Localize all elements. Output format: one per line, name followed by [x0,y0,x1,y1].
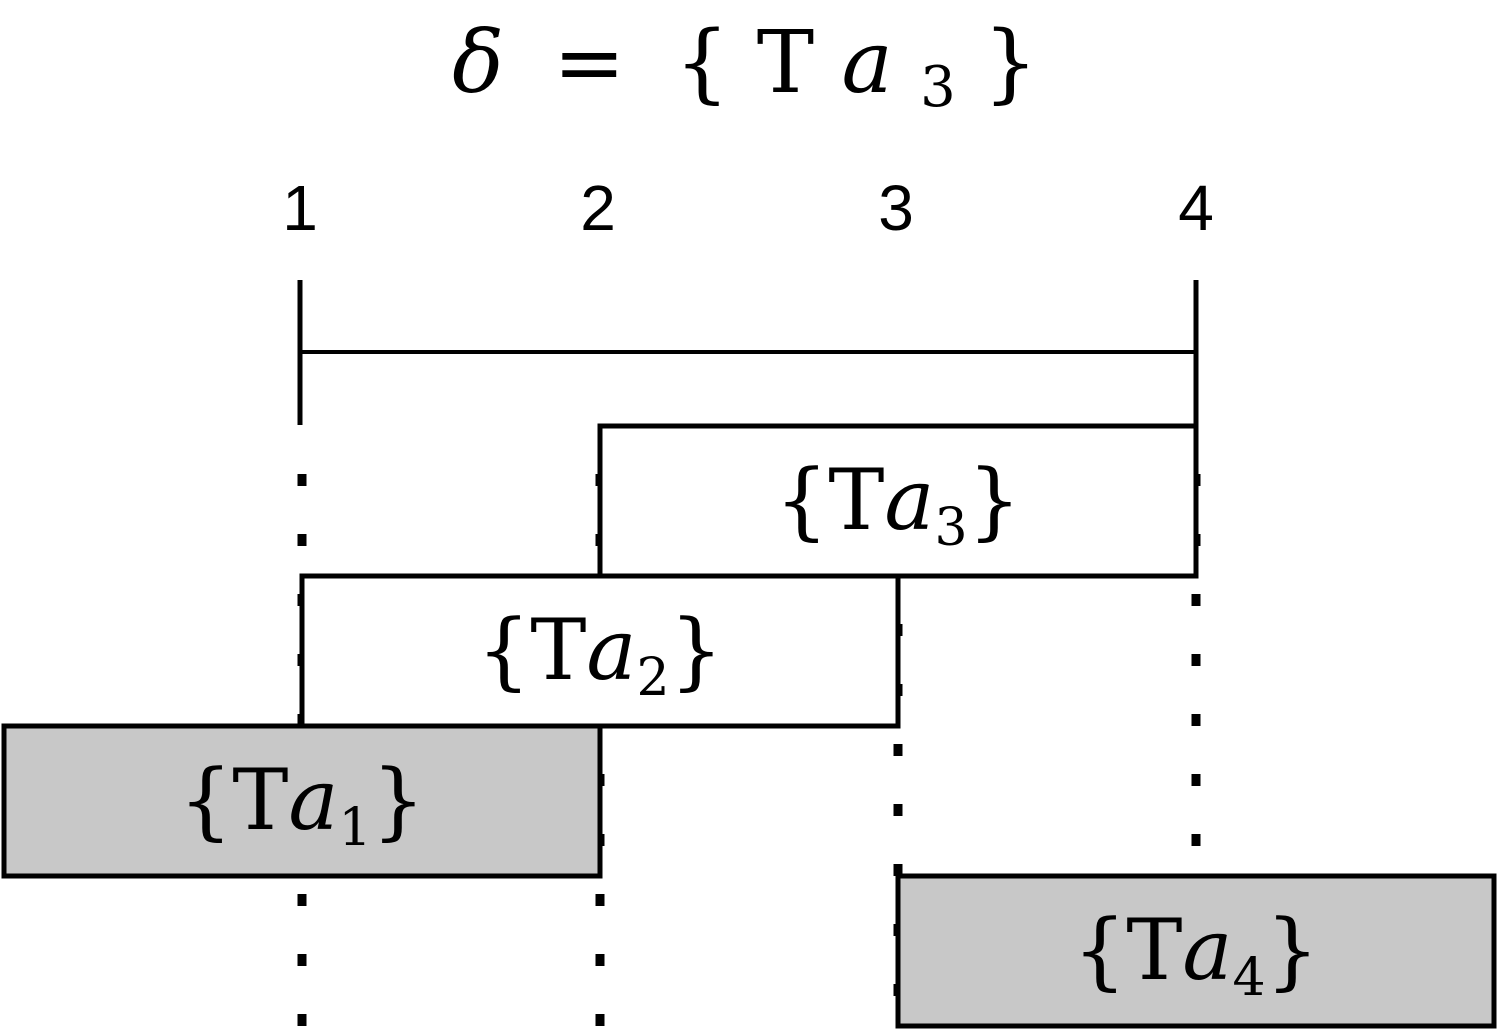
span-bracket [297,280,1199,425]
intervals: {Ta3}{Ta2}{Ta1}{Ta4} [1,423,1497,1029]
interval-label-a1-sub: 1 [339,798,372,858]
interval-label-a4-close: } [1266,901,1319,999]
title-close-brace: } [983,13,1038,113]
title-equals: = [553,13,625,113]
interval-label-a3-base: T [828,451,884,549]
tick-label-3: 3 [878,172,914,244]
interval-label-a2-open: { [477,601,530,699]
interval-label-a4-var: a [1182,901,1232,999]
interval-box-a1 [1,723,603,879]
interval-box-a4 [895,873,1497,1029]
interval-box-a2 [299,573,901,729]
tick-label-1: 1 [282,172,318,244]
interval-label-a1-var: a [288,751,338,849]
interval-label-a4-sub: 4 [1233,948,1266,1008]
title-var: a [841,13,892,113]
interval-label-a1-close: } [372,751,425,849]
interval-box-a3 [597,423,1199,579]
title-symbol: δ [452,13,504,113]
interval-label-a4-open: { [1073,901,1126,999]
interval-label-a1-open: { [179,751,232,849]
interval-label-a3: {Ta3} [775,451,1021,558]
interval-a3: {Ta3} [597,423,1199,579]
tick-label-4: 4 [1178,172,1214,244]
title-open-brace: { [675,13,730,113]
title-subscript: 3 [920,55,956,120]
interval-label-a2-var: a [586,601,636,699]
interval-label-a2-base: T [530,601,586,699]
interval-label-a2-sub: 2 [637,648,670,708]
interval-a4: {Ta4} [895,873,1497,1029]
interval-label-a3-var: a [884,451,934,549]
interval-label-a3-sub: 3 [935,498,968,558]
diagram-title: δ = { T a 3 } [452,13,1038,127]
interval-label-a3-close: } [968,451,1021,549]
tick-label-2: 2 [580,172,616,244]
interval-label-a1-base: T [232,751,288,849]
title-base: T [757,13,814,113]
interval-label-a4: {Ta4} [1073,901,1319,1008]
interval-label-a2-close: } [670,601,723,699]
interval-label-a1: {Ta1} [179,751,425,858]
interval-label-a2: {Ta2} [477,601,723,708]
interval-label-a3-open: { [775,451,828,549]
interval-label-a4-base: T [1126,901,1182,999]
interval-a1: {Ta1} [1,723,603,879]
interval-a2: {Ta2} [299,573,901,729]
